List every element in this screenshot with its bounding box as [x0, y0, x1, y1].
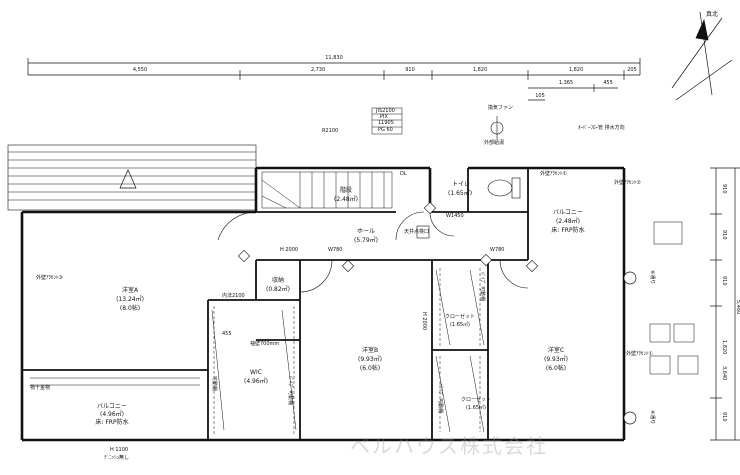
label-wall-right-b: ※通り [649, 410, 655, 425]
closet-2-name: クローゼット [460, 397, 492, 403]
closet-1-area: (1.65㎡) [449, 322, 471, 328]
balcony-bottom-area: (4.96㎡) [99, 411, 125, 418]
stairs-name: 階段 [339, 187, 353, 194]
room-a-name: 洋室A [121, 287, 139, 294]
stairs-area: (2.48㎡) [333, 196, 359, 203]
wic-name: WIC [250, 369, 262, 376]
label-w780-b: W780 [490, 247, 505, 253]
label-pipe2100: 内法2100 [222, 293, 245, 299]
toilet-area: (1.65㎡) [448, 190, 473, 197]
label-outlet-a: 外壁ｱｸｾﾝﾄ① [540, 171, 567, 177]
label-shelf-a: 可動棚 [211, 376, 217, 392]
closet-1-name: クローゼット [444, 314, 476, 320]
balcony-bottom-note: 床: FRP防水 [95, 419, 129, 426]
dim-top-1: 4,550 [132, 67, 148, 73]
legend-row-2: PIX [380, 114, 388, 120]
room-b-name: 洋室B [361, 347, 379, 354]
storage-name: 収納 [271, 277, 285, 284]
dim-right-4: 1,820 [721, 340, 727, 355]
label-outlet-c: 外壁ｱｸｾﾝﾄ③ [36, 275, 63, 281]
balcony-right-name: バルコニー [553, 209, 583, 216]
label-hardware: 物干金物 [30, 385, 51, 391]
dim-top-5: 1,820 [568, 67, 584, 73]
label-outlet-d: 外壁ｱｸｾﾝﾄ① [626, 351, 653, 357]
label-wall-right-a: ※通り [649, 270, 655, 285]
room-c-area: (9.93㎡) [543, 356, 569, 363]
north-label: 真北 [706, 11, 719, 18]
dim-top-3: 910 [405, 67, 415, 73]
dim-right-1: 910 [721, 184, 727, 194]
closet-2-area: (1.65㎡) [465, 405, 487, 411]
room-a-tatami: (8.0帖) [119, 305, 141, 312]
room-c-name: 洋室C [547, 347, 565, 354]
dim-right-7: 910 [721, 412, 727, 422]
room-c-tatami: (6.0帖) [545, 365, 567, 372]
balcony-right-note: 床: FRP防水 [551, 227, 585, 234]
dim-top-6: 205 [627, 67, 637, 73]
toilet-name: トイレ [452, 181, 471, 188]
label-ext-faucet: 外部給湯 [484, 140, 505, 146]
dim-right-3: 910 [721, 276, 727, 286]
dim-top-4: 1,820 [472, 67, 488, 73]
label-vent-fan: 換気ファン [488, 105, 514, 111]
dim-right-5: 5,460 [735, 300, 740, 315]
label-heat-note: ｵｰﾊﾞｰﾌﾛｰ管 排水方向 [578, 125, 625, 131]
label-shelf-d: ﾊﾟｲﾌﾟ 可動棚 [437, 384, 443, 414]
label-bottom-note: H 1100 [110, 447, 129, 453]
room-b-tatami: (6.0帖) [359, 365, 381, 372]
dim-sub-3: 105 [535, 93, 545, 99]
label-w1450: W1450 [446, 213, 464, 219]
label-w780-a: W780 [328, 247, 343, 253]
room-b-area: (9.93㎡) [357, 356, 383, 363]
hall-name: ホール [356, 228, 376, 235]
legend-row-4: PG 60 [378, 127, 393, 133]
dim-right-6: 3,640 [721, 366, 727, 381]
legend-row-1: JIS2100 [376, 108, 395, 114]
dim-sub-2: 455 [603, 80, 613, 86]
label-shelf-b: ﾊﾟｲﾌﾟ 可動棚 [287, 376, 293, 406]
dim-overall: 11,830 [325, 55, 343, 61]
label-h2000-a: H 2000 [280, 247, 299, 253]
watermark: ベルハウス株式会社 [350, 434, 548, 458]
label-r1: R2100 [322, 128, 339, 134]
balcony-right-area: (2.48㎡) [555, 218, 581, 225]
label-dl: DL [400, 171, 407, 177]
wic-area: (4.96㎡) [243, 378, 269, 385]
label-dim455: 455 [222, 331, 232, 337]
label-pipe700: 袖壁700mm [250, 341, 280, 347]
balcony-bottom-name: バルコニー [97, 403, 127, 410]
dim-sub-1: 1,365 [558, 80, 574, 86]
storage-area: (0.82㎡) [265, 286, 291, 293]
label-bottom-note2: ﾃﾞﾆｯｼｭ無し [104, 455, 130, 461]
room-a-area: (13.24㎡) [116, 296, 144, 303]
dim-right-2: 910 [721, 230, 727, 240]
label-storage-note: 天井点検口 [404, 229, 430, 235]
hall-area: (5.79㎡) [353, 237, 379, 244]
legend-row-3: 11905 [378, 120, 394, 126]
dim-top-2: 2,730 [310, 67, 326, 73]
label-outlet-b: 外壁ｱｸｾﾝﾄ② [614, 180, 641, 186]
label-shelf-c: ﾊﾟｲﾌﾟ 可動棚 [479, 272, 485, 302]
label-h2000-b: H 2000 [421, 312, 427, 331]
